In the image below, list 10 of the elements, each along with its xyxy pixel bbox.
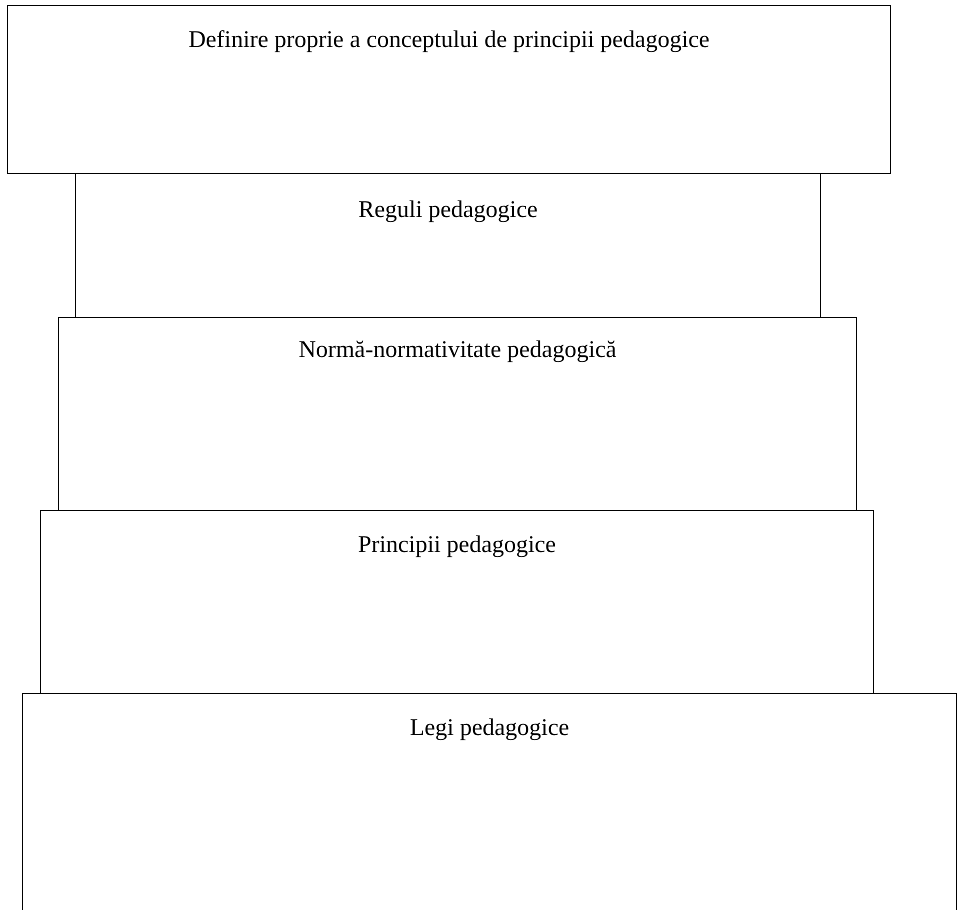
stacked-box xyxy=(7,5,891,174)
box-title: Legi pedagogice xyxy=(410,714,570,743)
box-title: Reguli pedagogice xyxy=(358,196,538,225)
stacked-box xyxy=(22,693,957,910)
box-title: Normă-normativitate pedagogică xyxy=(298,336,616,365)
stacked-box xyxy=(58,317,857,511)
stacked-box xyxy=(75,173,821,318)
box-title: Definire proprie a conceptului de principii pedagogice xyxy=(188,26,710,55)
box-title: Principii pedagogice xyxy=(358,531,556,560)
stacked-box xyxy=(40,510,874,694)
